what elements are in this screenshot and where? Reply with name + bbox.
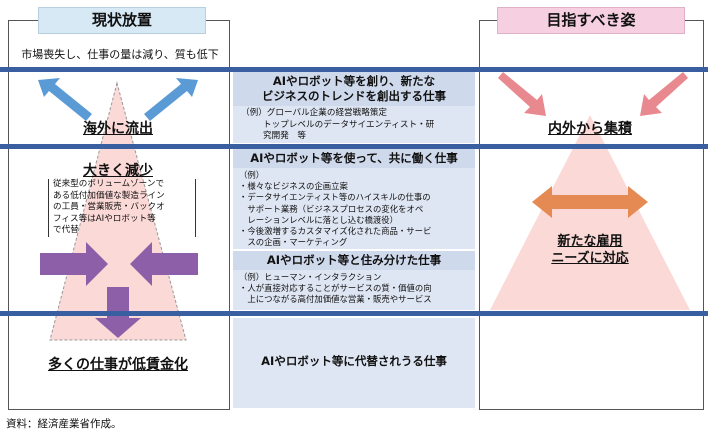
left-decrease-line: フィス等はAIやロボット等 (53, 213, 156, 224)
right-accumulate-label: 内外から集積 (548, 121, 632, 137)
blue-arrow-right (144, 78, 198, 121)
mid-line: ・データサイエンティスト等のハイスキルの仕事の (239, 192, 431, 203)
mid-section-title: AIやロボット等に代替されうる仕事 (233, 352, 475, 371)
mid-title-line: AIやロボット等を創り、新たな (272, 74, 436, 88)
right-new-jobs-line: ニーズに対応 (551, 251, 629, 266)
left-pyramid-outline (49, 81, 187, 341)
mid-line: （例）グローバル企業の経営戦略策定 (241, 108, 388, 118)
left-decrease-line: で代替 (53, 225, 79, 235)
mid-line: サポート業務（ビジネスプロセスの変化をオペ (239, 203, 424, 214)
source-note: 資料：経済産業省作成。 (6, 418, 122, 430)
mid-line: ・人が直接対応することがサービスの質・価値の向 (239, 283, 432, 294)
left-decrease-line: の工員・営業販売・バックオ (53, 202, 165, 212)
mid-line: トップレベルのデータサイエンティスト・研 (263, 119, 435, 130)
mid-title-line: AIやロボット等を使って、共に働く仕事 (250, 151, 458, 165)
mid-section-body: （例） ・様々なビジネスの企画立案 ・データサイエンティスト等のハイスキルの仕事… (233, 168, 475, 248)
orange-double-arrow (532, 186, 648, 218)
purple-arrow-left (130, 242, 198, 286)
mid-title-line: ビジネスのトレンドを創出する仕事 (262, 89, 446, 103)
left-decrease-box: 従来型のボリュームゾーンで ある低付加価値な製造ライン の工員・営業販売・バック… (48, 179, 196, 237)
left-decrease-line: 従来型のボリュームゾーンで (53, 179, 165, 189)
right-pyramid (490, 115, 690, 310)
mid-section-body: （例）グローバル企業の経営戦略策定 トップレベルのデータサイエンティスト・研 究… (233, 106, 475, 143)
mid-line: （例）ヒューマン・インタラクション (239, 272, 382, 282)
mid-line: ・様々なビジネスの企画立案 (239, 181, 348, 192)
mid-section-title: AIやロボット等と住み分けた仕事 (233, 251, 475, 270)
left-decrease-line: ある低付加価値な製造ライン (53, 190, 165, 201)
mid-line: （例） (239, 170, 265, 180)
left-header: 現状放置 (38, 7, 206, 34)
blue-arrow-left (38, 78, 92, 121)
pink-arrow-left (498, 72, 546, 116)
mid-section-create: AIやロボット等を創り、新たな ビジネスのトレンドを創出する仕事 （例）グローバ… (233, 72, 475, 143)
mid-line: スの企画・マーケティング (239, 237, 348, 248)
purple-arrow-right (40, 242, 108, 286)
left-decrease-title: 大きく減少 (83, 163, 153, 179)
band-top (0, 67, 708, 72)
band-bottom (0, 311, 708, 316)
mid-section-segregated: AIやロボット等と住み分けた仕事 （例）ヒューマン・インタラクション ・人が直接… (233, 251, 475, 310)
mid-section-replaced: AIやロボット等に代替されうる仕事 (233, 318, 475, 408)
mid-title-line: AIやロボット等に代替されうる仕事 (261, 354, 447, 368)
left-bottom-label: 多くの仕事が低賃金化 (48, 357, 188, 373)
right-new-jobs-line: 新たな雇用 (557, 234, 623, 249)
mid-section-title: AIやロボット等を創り、新たな ビジネスのトレンドを創出する仕事 (233, 72, 475, 106)
right-new-jobs-label: 新たな雇用 ニーズに対応 (530, 233, 650, 267)
pink-arrow-right (640, 72, 688, 116)
mid-section-title: AIやロボット等を使って、共に働く仕事 (233, 149, 475, 168)
mid-section-work-with: AIやロボット等を使って、共に働く仕事 （例） ・様々なビジネスの企画立案 ・デ… (233, 149, 475, 249)
mid-line: 上につながる高付加価値な営業・販売やサービス (239, 294, 432, 305)
left-outflow-label: 海外に流出 (83, 121, 153, 137)
mid-line: 究開発 等 (263, 131, 306, 141)
mid-line: ・今後激増するカスタマイズ化された商品・サービ (239, 226, 432, 237)
right-header: 目指すべき姿 (497, 7, 685, 34)
mid-section-body: （例）ヒューマン・インタラクション ・人が直接対応することがサービスの質・価値の… (233, 270, 475, 306)
mid-line: レーションレベルに落とし込む橋渡役） (239, 214, 398, 225)
band-middle (0, 144, 708, 149)
mid-title-line: AIやロボット等と住み分けた仕事 (266, 253, 442, 267)
left-intro-text: 市場喪失し、仕事の量は減り、質も低下 (21, 48, 219, 61)
